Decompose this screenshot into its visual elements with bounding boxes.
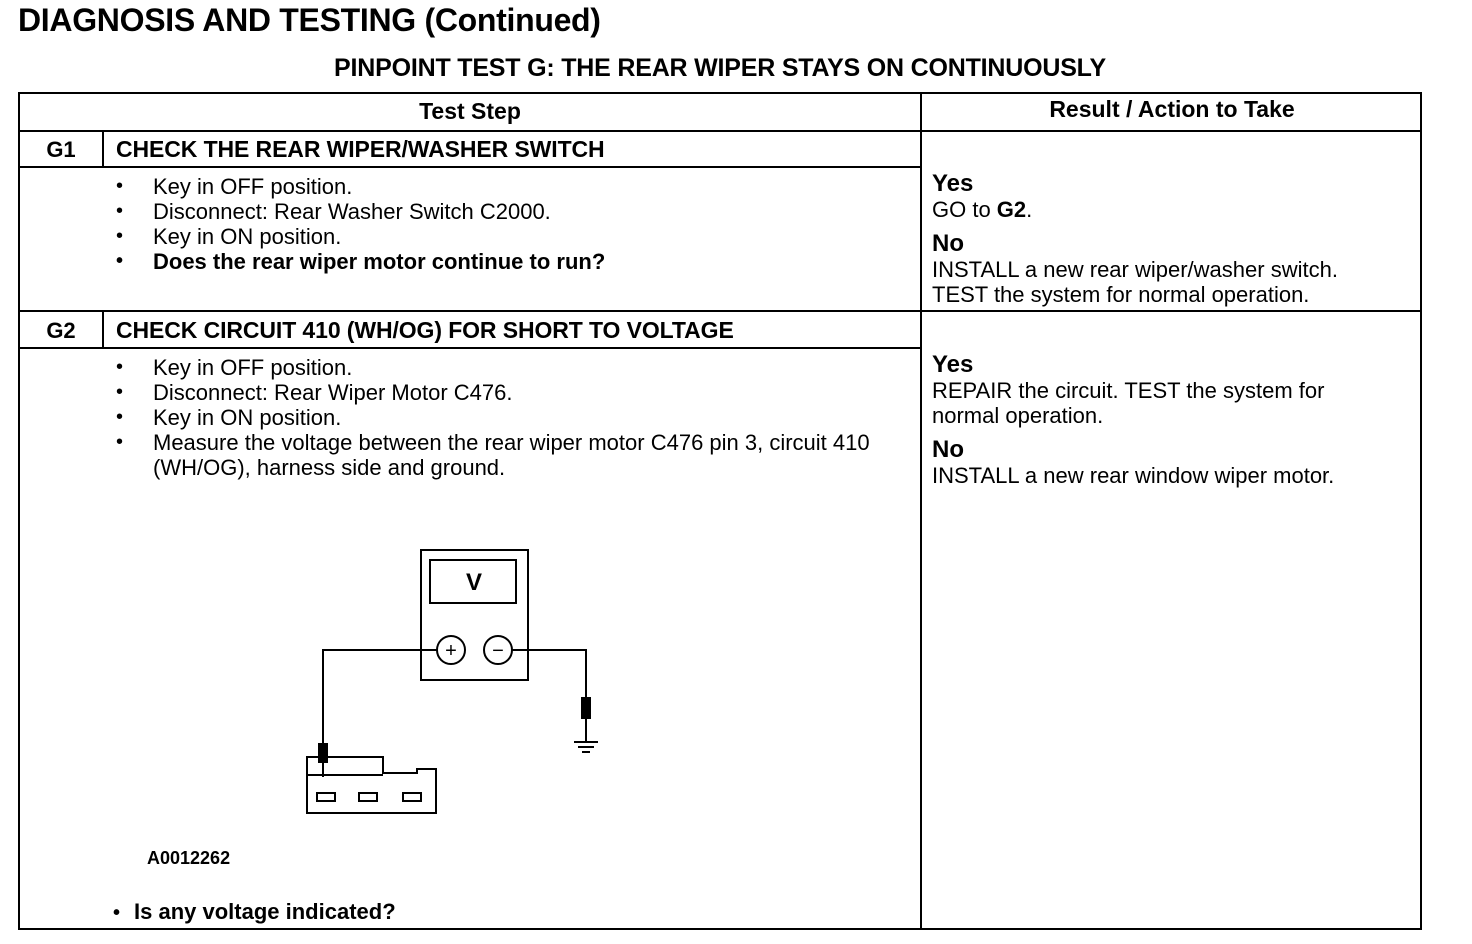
header-divider	[20, 130, 1422, 132]
step-id-g2: G2	[46, 318, 76, 343]
yes-action: GO to G2.	[932, 197, 1033, 222]
negative-lead	[512, 649, 587, 700]
meter-body	[420, 549, 529, 681]
step-title-g1: CHECK THE REAR WIPER/WASHER SWITCH	[116, 136, 605, 162]
no-action: TEST the system for normal operation.	[932, 282, 1310, 307]
header-test-step: Test Step	[419, 98, 521, 124]
meter-display	[429, 559, 517, 604]
g1-result: Yes GO to G2. No INSTALL a new rear wipe…	[932, 170, 1412, 307]
yes-action: REPAIR the circuit. TEST the system for	[932, 378, 1325, 403]
no-action: INSTALL a new rear wiper/washer switch.	[932, 257, 1338, 282]
final-question: •Is any voltage indicated?	[113, 899, 396, 924]
g1-instructions: Key in OFF position. Disconnect: Rear Wa…	[116, 174, 906, 274]
list-item: Does the rear wiper motor continue to ru…	[116, 249, 906, 274]
list-item: Key in OFF position.	[116, 355, 896, 380]
yes-label: Yes	[932, 170, 974, 197]
meter-label: V	[466, 569, 482, 596]
g2-result: Yes REPAIR the circuit. TEST the system …	[932, 351, 1412, 488]
yes-label: Yes	[932, 351, 974, 378]
yes-action: normal operation.	[932, 403, 1104, 428]
step-separator	[20, 310, 1422, 312]
pinpoint-test-title: PINPOINT TEST G: THE REAR WIPER STAYS ON…	[334, 54, 1106, 82]
g2-title-divider	[20, 347, 920, 349]
positive-lead	[322, 649, 437, 745]
step-title-g2: CHECK CIRCUIT 410 (WH/OG) FOR SHORT TO V…	[116, 317, 734, 343]
list-item: Disconnect: Rear Wiper Motor C476.	[116, 380, 896, 405]
no-action: INSTALL a new rear window wiper motor.	[932, 463, 1335, 488]
positive-probe	[318, 743, 328, 763]
voltmeter-diagram: V + −	[306, 549, 598, 814]
list-item: Disconnect: Rear Washer Switch C2000.	[116, 199, 906, 224]
list-item: Key in ON position.	[116, 224, 906, 249]
figure-id: A0012262	[147, 848, 231, 868]
g1-title-divider	[20, 166, 920, 168]
list-item: Measure the voltage between the rear wip…	[116, 430, 896, 480]
g2-instructions: Key in OFF position. Disconnect: Rear Wi…	[116, 355, 896, 480]
step-id-g1: G1	[46, 137, 76, 162]
column-divider	[920, 94, 922, 930]
no-label: No	[932, 230, 964, 257]
page-title: DIAGNOSIS AND TESTING (Continued)	[18, 2, 601, 38]
connector-c476	[306, 756, 437, 814]
minus-symbol: −	[492, 640, 504, 662]
list-item: Key in ON position.	[116, 405, 896, 430]
no-label: No	[932, 436, 964, 463]
g2-id-divider	[102, 310, 104, 349]
plus-symbol: +	[445, 640, 457, 662]
negative-probe	[581, 697, 591, 719]
list-item: Key in OFF position.	[116, 174, 906, 199]
header-result-action: Result / Action to Take	[1049, 96, 1295, 122]
pinpoint-test-table: Test Step Result / Action to Take G1 CHE…	[18, 92, 1422, 930]
g1-id-divider	[102, 130, 104, 168]
